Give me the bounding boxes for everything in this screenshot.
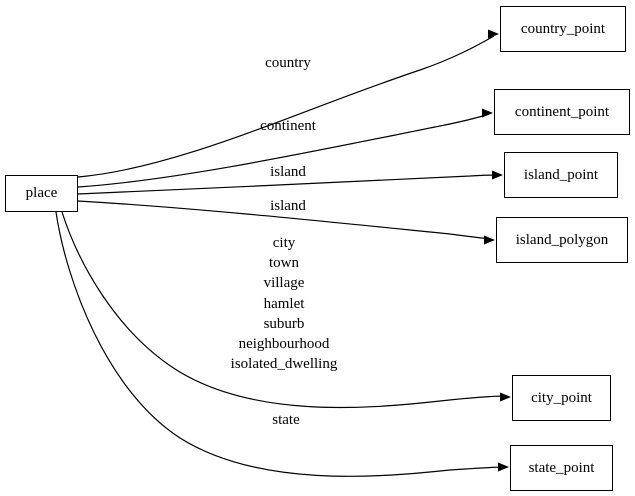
edge-label-line: village [263, 275, 305, 292]
node-continent_point[interactable]: continent_point [494, 89, 630, 135]
arrowheads-group [482, 29, 511, 472]
node-label: city_point [531, 389, 592, 406]
edge-edge-island-point [77, 174, 499, 195]
node-island_polygon[interactable]: island_polygon [496, 217, 628, 263]
edge-edge-state [55, 211, 505, 477]
edge-edge-country [77, 35, 495, 178]
node-label: country_point [520, 20, 606, 37]
edge-label-line: continent [260, 118, 316, 134]
edge-edge-island-polygon [77, 200, 491, 240]
edge-label-edge-continent: continent [260, 116, 316, 136]
edge-label-line: country [265, 55, 311, 71]
node-label: state_point [528, 459, 595, 476]
edge-label-line: hamlet [263, 295, 305, 312]
edge-label-line: city [272, 235, 296, 251]
arrowhead-icon [488, 29, 499, 39]
node-state_point[interactable]: state_point [510, 445, 613, 491]
edge-label-line: suburb [263, 315, 305, 332]
arrowhead-icon [500, 392, 511, 402]
node-city_point[interactable]: city_point [512, 375, 611, 421]
edge-label-line: town [269, 255, 299, 272]
node-label: continent_point [514, 103, 610, 120]
edge-edge-continent [77, 113, 490, 188]
edge-label-edge-country: country [265, 53, 311, 73]
edges-group [55, 35, 507, 477]
arrowhead-icon [482, 108, 493, 118]
edge-label-line: neighbourhood [238, 336, 330, 353]
edge-label-line: island [270, 198, 306, 214]
node-label: place [25, 185, 58, 201]
arrowhead-icon [484, 235, 495, 245]
node-island_point[interactable]: island_point [504, 152, 618, 198]
edge-label-line: state [272, 412, 300, 428]
edge-label-line: island [270, 164, 306, 180]
edge-label-line: isolated_dwelling [230, 356, 338, 373]
edge-label-edge-place-types: city town village hamlet suburb neighbourhood… [231, 233, 338, 374]
node-place[interactable]: place [5, 175, 78, 212]
arrowhead-icon [492, 170, 503, 180]
arrowhead-icon [498, 462, 509, 472]
edge-label-edge-island-polygon: island [270, 196, 306, 216]
edge-label-edge-state: state [272, 410, 300, 430]
node-label: island_polygon [515, 231, 609, 248]
node-label: island_point [523, 166, 599, 183]
node-country_point[interactable]: country_point [500, 6, 626, 52]
edge-label-edge-island-point: island [270, 162, 306, 182]
edge-edge-place-types [61, 211, 507, 409]
